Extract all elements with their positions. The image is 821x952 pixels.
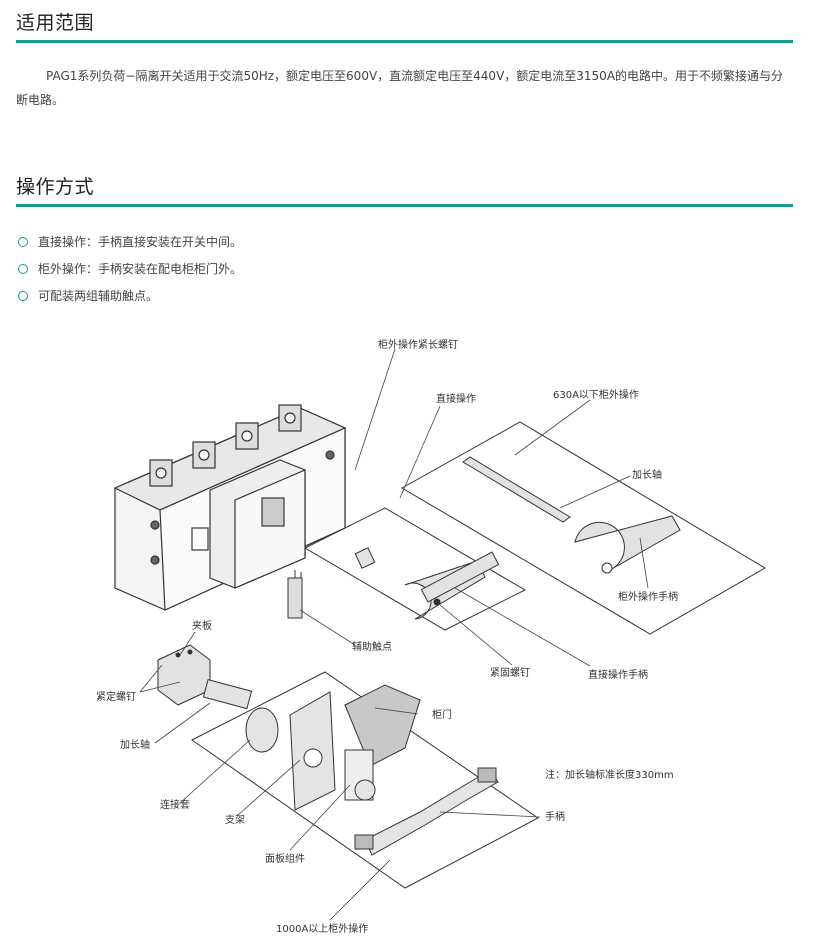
scope-paragraph: PAG1系列负荷−隔离开关适用于交流50Hz，额定电压至600V，直流额定电压至… — [16, 69, 784, 107]
bullet-circle-icon — [18, 290, 28, 301]
label-aux-contact: 辅助触点 — [352, 640, 392, 653]
operation-list: 直接操作：手柄直接安装在开关中间。 柜外操作：手柄安装在配电柜柜门外。 可配装两… — [18, 228, 242, 309]
aux-contact-part — [287, 570, 303, 619]
switch-body — [113, 404, 347, 611]
label-bracket: 支架 — [225, 814, 245, 826]
leader-lines — [139, 348, 649, 921]
label-coupling: 连接套 — [160, 798, 190, 811]
label-cabinet-screw: 柜外操作紧长螺钉 — [378, 338, 458, 351]
plate-direct — [303, 507, 527, 631]
clamp-shaft-part — [157, 644, 253, 710]
list-item: 直接操作：手柄直接安装在开关中间。 — [18, 228, 242, 255]
bullet-circle-icon — [18, 263, 28, 274]
label-note: 注：加长轴标准长度330mm — [545, 768, 674, 781]
label-set-screw: 紧定螺钉 — [96, 690, 136, 703]
label-extension-shaft-top: 加长轴 — [632, 468, 662, 481]
external-handle-part — [462, 456, 681, 574]
label-panel-assembly: 面板组件 — [265, 852, 305, 865]
label-above-1000a: 1000A以上柜外操作 — [276, 922, 368, 935]
label-below-630a: 630A以下柜外操作 — [553, 388, 639, 401]
label-direct-handle: 直接操作手柄 — [588, 668, 648, 681]
direct-handle-part — [354, 547, 500, 620]
list-item: 柜外操作：手柄安装在配电柜柜门外。 — [18, 255, 242, 282]
bullet-circle-icon — [18, 236, 28, 247]
label-external-handle: 柜外操作手柄 — [618, 590, 678, 603]
label-extension-shaft: 加长轴 — [120, 738, 150, 751]
section-divider — [16, 204, 793, 207]
section-title-scope: 适用范围 — [16, 12, 95, 34]
list-item: 可配装两组辅助触点。 — [18, 282, 242, 309]
label-handle: 手柄 — [545, 810, 565, 823]
section-divider — [16, 40, 793, 43]
label-clamp-plate: 夹板 — [192, 619, 212, 632]
section-title-operation: 操作方式 — [16, 176, 95, 198]
label-fastening-screw: 紧固螺钉 — [490, 667, 530, 679]
assembly-diagram: 柜外操作紧长螺钉 直接操作 630A以下柜外操作 加长轴 柜外操作手柄 辅助触点… — [96, 338, 766, 935]
label-cabinet-door: 柜门 — [432, 708, 452, 721]
label-direct-op: 直接操作 — [436, 392, 476, 405]
lower-assembly-part — [245, 684, 499, 856]
